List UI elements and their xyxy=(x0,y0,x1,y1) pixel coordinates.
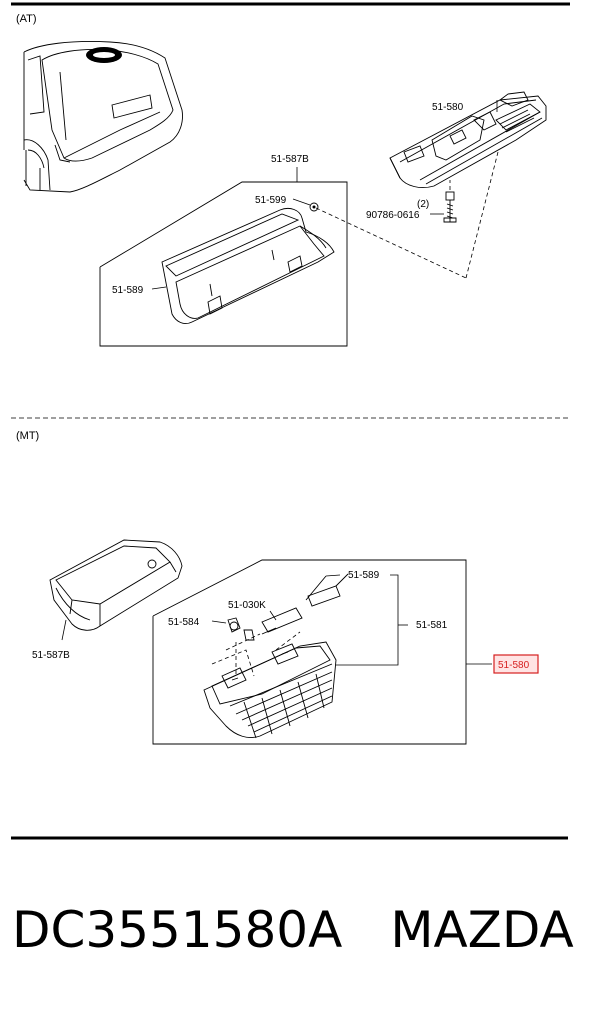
label-mt-51-580[interactable]: 51-580 xyxy=(498,660,530,671)
label-mt-51-589: 51-589 xyxy=(348,570,380,581)
mt-lamp-housing xyxy=(203,641,337,739)
mt-label-leaders xyxy=(211,574,492,666)
footer-caption: DC3551580A MAZDA xyxy=(12,900,592,960)
section-mt-title: (MT) xyxy=(16,430,39,442)
label-at-90786-0616: 90786-0616 xyxy=(366,210,420,221)
mt-lamp-box xyxy=(152,559,467,745)
vehicle-rear-illustration xyxy=(23,41,183,193)
footer-part-number: DC3551580A xyxy=(12,901,343,959)
at-cover-assembly xyxy=(161,207,335,325)
at-cover-box xyxy=(99,181,348,347)
at-lamp-assembly xyxy=(389,91,547,189)
label-at-quantity: (2) xyxy=(417,199,429,210)
label-at-51-580: 51-580 xyxy=(432,102,464,113)
footer-brand: MAZDA xyxy=(390,901,574,959)
mt-cover-51-587b xyxy=(49,539,183,631)
at-dashed-leaders xyxy=(315,151,499,279)
label-at-51-599: 51-599 xyxy=(255,195,287,206)
label-at-51-589: 51-589 xyxy=(112,285,144,296)
mt-lens-plates xyxy=(261,573,349,633)
label-mt-51-587b: 51-587B xyxy=(32,650,70,661)
clip-51-599-icon xyxy=(309,202,319,212)
label-mt-51-030k: 51-030K xyxy=(228,600,266,611)
mt-bulb-socket xyxy=(227,617,277,641)
mt-dashed-leaders xyxy=(211,631,301,677)
label-mt-51-584: 51-584 xyxy=(168,617,200,628)
screw-90786-icon xyxy=(443,191,457,223)
label-at-51-587b: 51-587B xyxy=(271,154,309,165)
highlight-box-51-580[interactable] xyxy=(493,654,539,674)
label-mt-51-581: 51-581 xyxy=(416,620,448,631)
at-label-leaders xyxy=(151,100,498,290)
section-at-title: (AT) xyxy=(16,13,37,25)
